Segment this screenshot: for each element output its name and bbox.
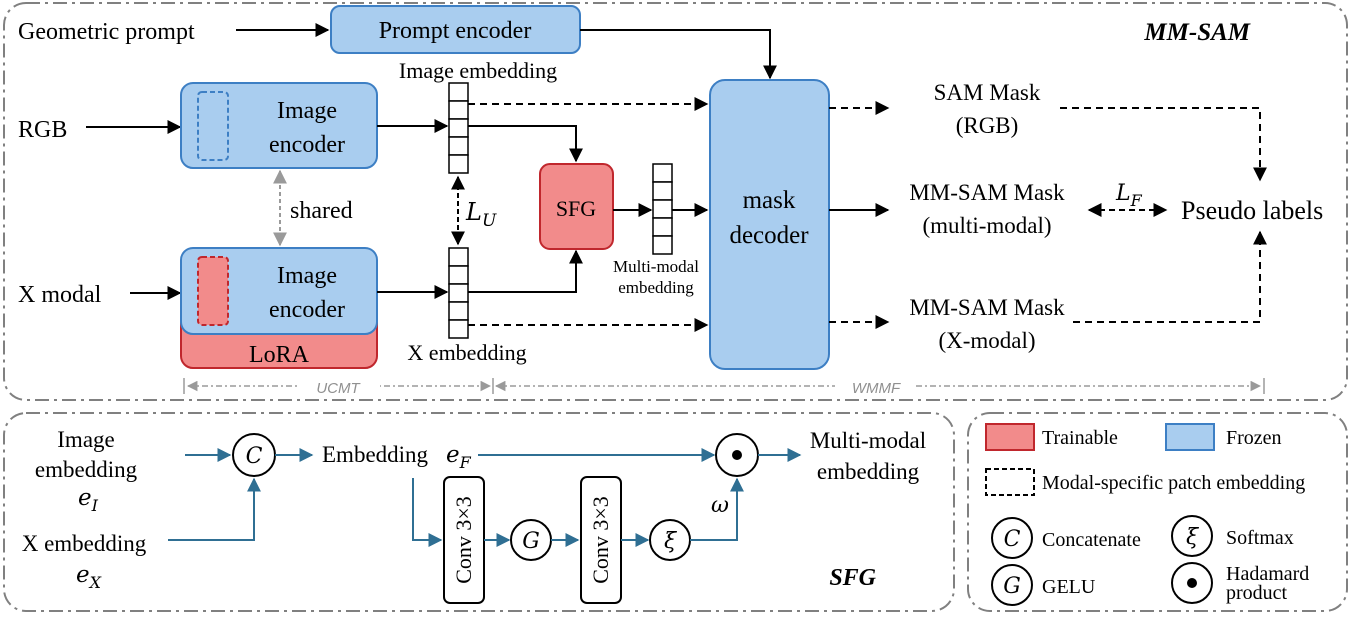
x-mask-label-2: (X-modal) [938,328,1035,353]
x-embedding-stack [448,247,469,339]
x-modal-label: X modal [18,282,102,308]
legend-frozen-label: Frozen [1226,427,1282,449]
legend-trainable-swatch [985,423,1035,451]
multi-modal-embedding-label-2: embedding [618,278,694,297]
legend-softmax-label: Softmax [1226,527,1294,549]
rgb-encoder-label-1: Image [277,98,337,124]
sam-mask-label-1: SAM Mask [934,80,1041,105]
multi-modal-embedding-stack [652,163,673,255]
ucmt-label: UCMT [316,380,361,397]
lora-label: LoRA [249,342,310,368]
sfg-x-to-concat-arrow [168,477,261,541]
prompt-encoder-label: Prompt encoder [379,18,532,44]
wmmf-label: WMMF [852,380,901,397]
sfg-omega-label: ω [711,493,729,518]
sfg-ef-to-conv1-arrow [412,478,443,547]
sfg-output-label-2: embedding [817,459,920,484]
legend-concatenate-node [991,517,1033,559]
legend-modal-specific-label: Modal-specific patch embedding [1042,472,1305,494]
sam-mask-to-pseudo-dashed [1060,107,1267,182]
sfg-hadamard-dot [732,450,742,460]
sfg-panel-image-embedding-1: Image [57,427,114,452]
sfg-softmax-symbol: ξ [664,529,678,554]
sfg-label: SFG [556,196,596,221]
legend-gelu-label: GELU [1042,576,1096,598]
geometric-prompt-label: Geometric prompt [18,19,195,45]
mm-sam-title: MM-SAM [1143,19,1250,46]
x-embedding-to-sfg-arrow [468,249,583,293]
sfg-panel-title: SFG [829,565,876,591]
pseudo-labels-label: Pseudo labels [1181,196,1323,225]
sfg-e-f: eF [446,442,472,472]
mask-decoder-label-2: decoder [729,222,809,249]
sfg-embedding-label: Embedding [322,442,429,467]
x-embedding-label: X embedding [407,340,526,365]
x-mask-to-pseudo-dashed [1073,230,1267,323]
wmmf-label-bg [835,376,915,396]
image-embedding-to-sfg-arrow [468,125,583,163]
sam-mask-label-2: (RGB) [956,113,1019,138]
mask-decoder-label-1: mask [743,187,796,214]
sfg-conv1-label: Conv 3×3 [451,496,476,584]
legend-panel [967,412,1348,612]
sfg-block [539,163,614,250]
x-patch-embedding [197,256,229,326]
rgb-encoder-label-2: encoder [269,132,345,158]
mm-sam-panel [3,2,1348,401]
legend-modal-specific-swatch [985,468,1035,496]
mm-mask-label-1: MM-SAM Mask [909,180,1065,205]
mm-mask-label-2: (multi-modal) [922,213,1051,238]
legend-gelu-node [991,564,1033,606]
sfg-panel-e-i: eI [78,485,99,515]
x-encoder-label-2: encoder [269,297,345,323]
legend-concatenate-symbol: C [1004,527,1021,552]
legend-gelu-symbol: G [1003,574,1021,599]
legend-softmax-node [1171,515,1213,557]
lu-loss-label: LU [465,198,497,231]
legend-hadamard-dot [1187,578,1197,588]
sfg-panel-x-embedding: X embedding [22,531,147,556]
mask-decoder-block [709,79,830,370]
sfg-gelu-symbol: G [522,529,540,554]
legend-concatenate-label: Concatenate [1042,529,1141,551]
sfg-concat-symbol: C [246,444,263,469]
legend-hadamard-label-2: product [1226,582,1288,604]
sfg-panel [3,412,955,612]
sfg-conv2-label: Conv 3×3 [588,496,613,584]
ucmt-label-bg [300,376,380,396]
lf-loss-label: LF [1115,181,1143,210]
prompt-to-decoder-arrow [580,29,777,80]
legend-frozen-swatch [1165,423,1215,451]
sfg-output-label-1: Multi-modal [810,428,926,453]
legend-trainable-label: Trainable [1042,427,1118,449]
multi-modal-embedding-label-1: Multi-modal [613,257,699,276]
legend-softmax-symbol: ξ [1186,525,1200,550]
sfg-panel-image-embedding-2: embedding [35,457,138,482]
image-embedding-label: Image embedding [399,58,557,83]
legend-hadamard-label-1: Hadamard [1226,563,1309,585]
x-mask-label-1: MM-SAM Mask [909,295,1065,320]
rgb-label: RGB [18,117,67,143]
x-encoder-label-1: Image [277,263,337,289]
rgb-patch-embedding [197,91,229,161]
shared-label: shared [290,198,353,224]
sfg-softmax-to-hadamard-arrow [690,477,744,541]
image-embedding-stack [448,82,469,174]
sfg-panel-e-x: eX [76,562,102,592]
